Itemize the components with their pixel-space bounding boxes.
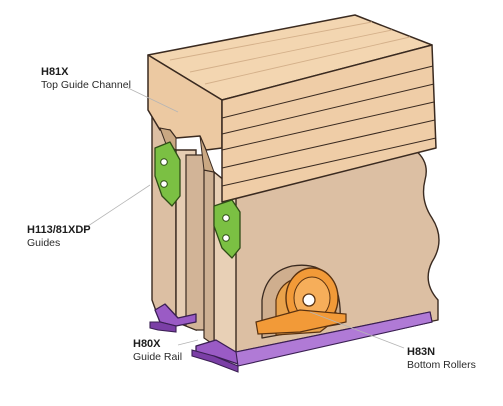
guide-left [154, 141, 181, 207]
guide-right [213, 199, 241, 259]
guide-rail-front [191, 311, 433, 373]
callout-code: H113/81XDP [27, 224, 91, 236]
bottom-roller-assembly [255, 264, 347, 339]
callout-guide-rail: H80X Guide Rail [133, 338, 182, 363]
callout-code: H81X [41, 66, 69, 78]
top-guide-channel-block [147, 14, 437, 203]
guide-rail-rear [149, 303, 197, 333]
callout-top-guide-channel: H81X Top Guide Channel [41, 66, 131, 91]
callout-code: H80X [133, 338, 161, 350]
callout-description: Guides [27, 236, 61, 249]
callout-bottom-rollers: H83N Bottom Rollers [407, 346, 476, 371]
callout-description: Bottom Rollers [407, 358, 476, 371]
callout-guides: H113/81XDP Guides [27, 224, 91, 249]
rear-door-panel [151, 107, 207, 332]
callout-code: H83N [407, 346, 436, 358]
callout-description: Guide Rail [133, 350, 183, 363]
leader-lines [81, 87, 405, 349]
callout-description: Top Guide Channel [41, 78, 131, 91]
